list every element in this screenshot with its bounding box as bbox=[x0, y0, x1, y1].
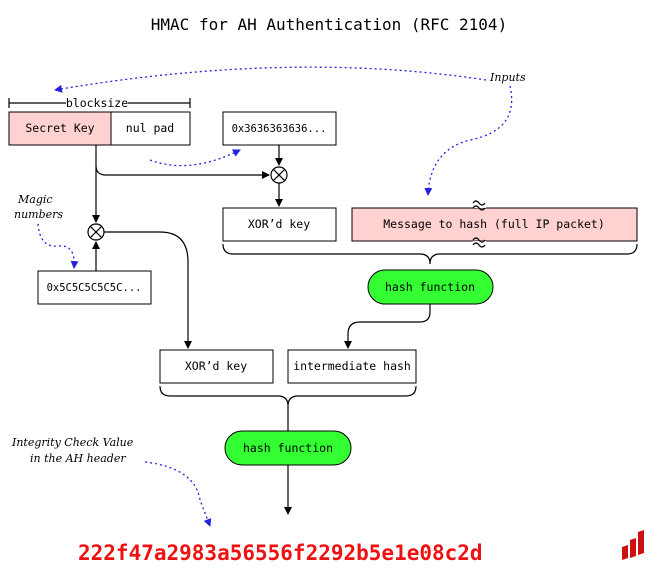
key-to-inner-xor-arrow bbox=[95, 145, 270, 179]
icv-annotation-line1: Integrity Check Value bbox=[11, 436, 134, 449]
outer-xored-key-label: XOR’d key bbox=[185, 359, 247, 373]
intermediate-hash-box bbox=[287, 349, 417, 384]
diagram-title: HMAC for AH Authentication (RFC 2104) bbox=[151, 15, 507, 34]
message-label: Message to hash (full IP packet) bbox=[383, 217, 605, 231]
outer-xored-key-box bbox=[159, 349, 274, 384]
nul-pad-box bbox=[110, 111, 191, 146]
bar-logo-icon bbox=[622, 530, 644, 560]
magic-annotation-line1: Magic bbox=[17, 193, 53, 206]
nul-pad-label: nul pad bbox=[126, 121, 174, 135]
icv-value: 222f47a2983a56556f2292b5e1e08c2d bbox=[78, 541, 483, 565]
inputs-to-key-dotted-arrow bbox=[54, 66, 487, 93]
blocksize-bracket: blocksize bbox=[8, 96, 191, 110]
outer-brace bbox=[159, 385, 417, 407]
intermediate-hash-label: intermediate hash bbox=[293, 359, 411, 373]
secret-key-box bbox=[8, 111, 112, 146]
icv-annotation-dotted-arrow bbox=[144, 461, 212, 527]
outer-hash-function-label: hash function bbox=[243, 441, 333, 455]
ipad-constant-box bbox=[222, 111, 337, 146]
inner-brace bbox=[222, 243, 638, 265]
inner-xored-key-box bbox=[222, 207, 337, 242]
magic-annotation-line2: numbers bbox=[14, 208, 63, 221]
break-marks-icon bbox=[472, 200, 486, 248]
opad-constant-box bbox=[37, 270, 152, 305]
opad-constant-label: 0x5C5C5C5C5C... bbox=[47, 282, 142, 294]
inner-hash-output-arrow bbox=[344, 304, 431, 349]
message-box bbox=[351, 207, 638, 242]
xor-outer-icon bbox=[87, 223, 105, 241]
secret-key-label: Secret Key bbox=[25, 121, 94, 135]
icv-annotation-line2: in the AH header bbox=[30, 452, 126, 465]
outer-xor-to-key-arrow bbox=[104, 231, 192, 349]
magic-to-ipad-dotted-arrow bbox=[149, 149, 241, 167]
magic-to-opad-dotted-arrow bbox=[37, 223, 79, 269]
inputs-to-message-dotted-arrow bbox=[424, 85, 513, 196]
inner-hash-function-label: hash function bbox=[385, 280, 475, 294]
blocksize-label: blocksize bbox=[66, 96, 128, 110]
inputs-annotation: Inputs bbox=[489, 71, 526, 84]
xor-inner-icon bbox=[270, 166, 288, 184]
inner-xored-key-label: XOR’d key bbox=[248, 217, 310, 231]
ipad-constant-label: 0x3636363636... bbox=[232, 123, 327, 135]
